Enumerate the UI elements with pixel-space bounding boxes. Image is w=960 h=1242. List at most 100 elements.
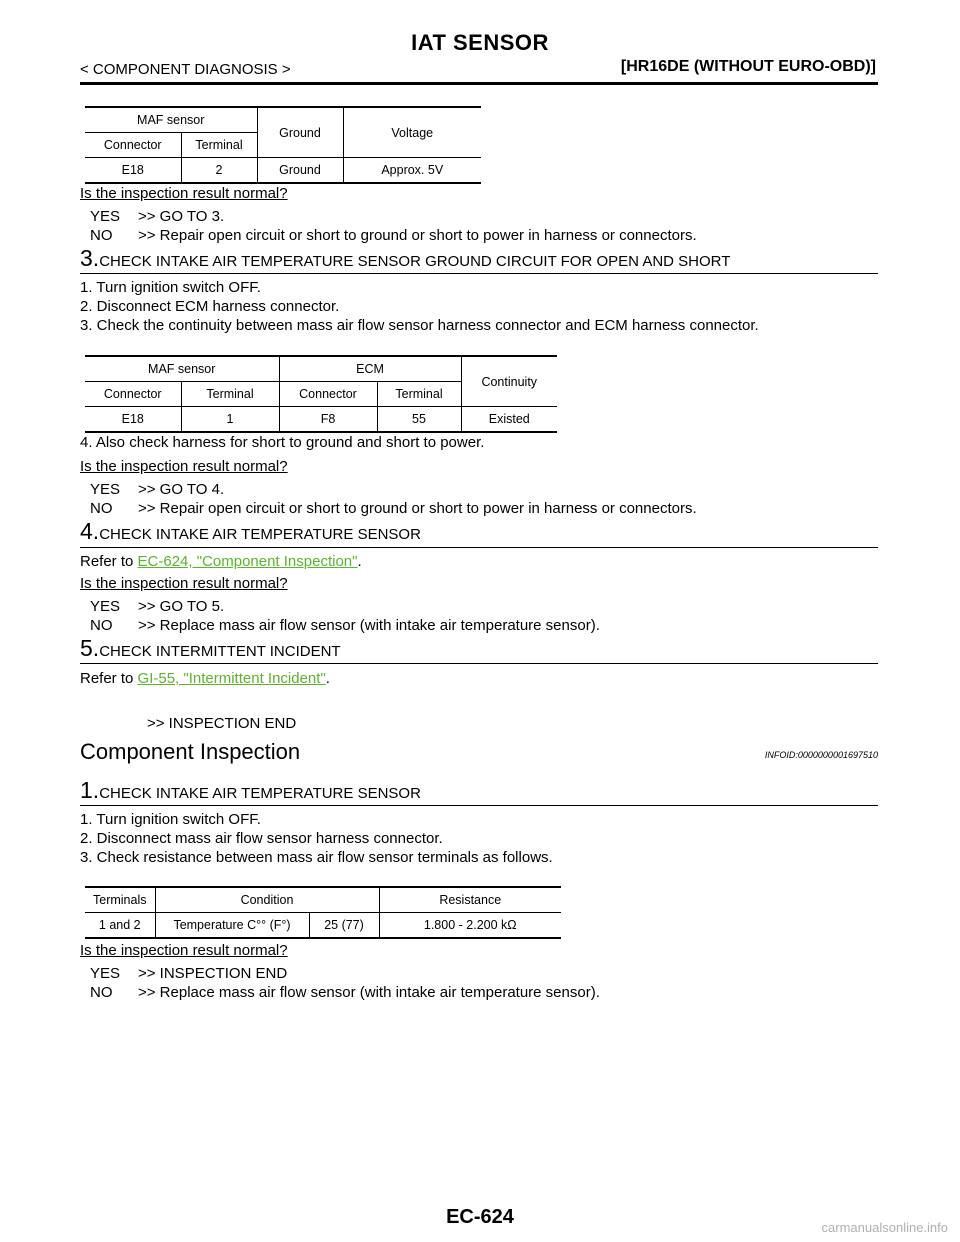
result-yes: YES >> GO TO 4.	[90, 480, 224, 499]
table-cell: 2	[180, 157, 257, 184]
table-header-cell: Voltage	[342, 106, 481, 158]
result-yes: YES >> GO TO 3.	[90, 207, 224, 226]
step-rule	[80, 547, 878, 548]
list-item: 3. Check the continuity between mass air…	[80, 317, 759, 334]
refer-prefix: Refer to	[80, 553, 138, 570]
inspection-end: >> INSPECTION END	[147, 715, 297, 732]
table-header-cell: Terminal	[376, 381, 461, 407]
list-item: 2. Disconnect ECM harness connector.	[80, 298, 340, 315]
table-cell: Approx. 5V	[342, 157, 481, 184]
result-yes: YES >> GO TO 5.	[90, 597, 224, 616]
yes-key: YES	[90, 965, 121, 982]
table-header-cell: Condition	[154, 886, 379, 913]
breadcrumb: < COMPONENT DIAGNOSIS >	[80, 61, 291, 78]
intermittent-incident-link[interactable]: GI-55, "Intermittent Incident"	[137, 670, 326, 687]
step-rule	[80, 805, 878, 806]
no-text: >> Repair open circuit or short to groun…	[138, 500, 697, 517]
table-cell: F8	[278, 406, 377, 433]
info-id: INFOID:0000000001697510	[764, 750, 878, 760]
yes-text: >> GO TO 3.	[138, 208, 225, 225]
section-title: Component Inspection	[80, 739, 301, 764]
inspection-question: Is the inspection result normal?	[80, 575, 288, 592]
table-header-cell: Terminal	[180, 381, 279, 407]
result-yes: YES >> INSPECTION END	[90, 964, 287, 983]
inspection-question: Is the inspection result normal?	[80, 458, 288, 475]
table-cell: 1.800 - 2.200 kΩ	[378, 912, 561, 939]
table-header-cell: Terminals	[85, 886, 155, 913]
step-number: 4.	[80, 518, 100, 544]
table-cell: Existed	[460, 406, 557, 433]
yes-text: >> GO TO 4.	[138, 481, 225, 498]
maf-ground-voltage-table: MAF sensor Ground Voltage Connector Term…	[85, 106, 481, 184]
step-title: CHECK INTAKE AIR TEMPERATURE SENSOR	[99, 785, 421, 802]
result-no: NO >> Replace mass air flow sensor (with …	[90, 983, 600, 1002]
step-title: CHECK INTERMITTENT INCIDENT	[99, 643, 341, 660]
no-text: >> Repair open circuit or short to groun…	[138, 227, 697, 244]
no-key: NO	[90, 227, 113, 244]
table-row: 1 and 2 Temperature C°° (F°) 25 (77) 1.8…	[85, 912, 561, 939]
table-header-cell: Connector	[85, 381, 181, 407]
list-item: 1. Turn ignition switch OFF.	[80, 811, 261, 828]
table-header-cell: ECM	[278, 355, 461, 382]
step-4-heading: 4.CHECK INTAKE AIR TEMPERATURE SENSOR	[80, 518, 421, 545]
table-cell: E18	[85, 157, 181, 184]
table-header-cell: Terminal	[180, 132, 257, 158]
refer-line: Refer to GI-55, "Intermittent Incident".	[80, 669, 330, 688]
no-key: NO	[90, 984, 113, 1001]
step-5-heading: 5.CHECK INTERMITTENT INCIDENT	[80, 635, 341, 662]
header-rule	[80, 82, 878, 85]
table-cell: 55	[376, 406, 461, 433]
inspection-question: Is the inspection result normal?	[80, 185, 288, 202]
list-item: 3. Check resistance between mass air flo…	[80, 849, 553, 866]
table-header-cell: Connector	[278, 381, 377, 407]
step-3-heading: 3.CHECK INTAKE AIR TEMPERATURE SENSOR GR…	[80, 245, 730, 272]
no-text: >> Replace mass air flow sensor (with in…	[138, 984, 600, 1001]
yes-text: >> INSPECTION END	[138, 965, 288, 982]
no-key: NO	[90, 500, 113, 517]
result-no: NO >> Repair open circuit or short to gro…	[90, 226, 697, 245]
list-item: 2. Disconnect mass air flow sensor harne…	[80, 830, 443, 847]
step-title: CHECK INTAKE AIR TEMPERATURE SENSOR	[99, 526, 421, 543]
watermark: carmanualsonline.info	[821, 1220, 948, 1235]
step-1-heading: 1.CHECK INTAKE AIR TEMPERATURE SENSOR	[80, 777, 421, 804]
yes-key: YES	[90, 481, 121, 498]
table-header-cell: Ground	[256, 106, 343, 158]
table-header-cell: Continuity	[460, 355, 557, 407]
refer-line: Refer to EC-624, "Component Inspection".	[80, 552, 362, 571]
table-cell: Temperature C°° (F°)	[154, 912, 309, 939]
table-cell: 1 and 2	[85, 912, 155, 939]
refer-prefix: Refer to	[80, 670, 138, 687]
page-number: EC-624	[446, 1206, 514, 1228]
yes-key: YES	[90, 208, 121, 225]
model-label: [HR16DE (WITHOUT EURO-OBD)]	[620, 58, 876, 75]
table-row: E18 1 F8 55 Existed	[85, 406, 557, 433]
inspection-question: Is the inspection result normal?	[80, 942, 288, 959]
table-cell: 25 (77)	[308, 912, 379, 939]
list-item: 1. Turn ignition switch OFF.	[80, 279, 261, 296]
table-header-cell: MAF sensor	[85, 106, 257, 133]
component-inspection-link[interactable]: EC-624, "Component Inspection"	[137, 553, 358, 570]
table-cell: 1	[180, 406, 279, 433]
table-cell: Ground	[256, 157, 343, 184]
table-header-cell: Resistance	[378, 886, 561, 913]
resistance-table: Terminals Condition Resistance 1 and 2 T…	[85, 886, 561, 939]
yes-key: YES	[90, 598, 121, 615]
list-item: 4. Also check harness for short to groun…	[80, 434, 485, 451]
result-no: NO >> Replace mass air flow sensor (with …	[90, 616, 600, 635]
no-text: >> Replace mass air flow sensor (with in…	[138, 617, 600, 634]
step-number: 1.	[80, 777, 100, 803]
yes-text: >> GO TO 5.	[138, 598, 225, 615]
continuity-table: MAF sensor ECM Continuity Connector Term…	[85, 355, 557, 433]
result-no: NO >> Repair open circuit or short to gro…	[90, 499, 697, 518]
no-key: NO	[90, 617, 113, 634]
step-number: 5.	[80, 635, 100, 661]
step-rule	[80, 273, 878, 274]
refer-suffix: .	[325, 670, 330, 687]
table-row: E18 2 Ground Approx. 5V	[85, 157, 481, 184]
step-rule	[80, 663, 878, 664]
step-number: 3.	[80, 245, 100, 271]
table-header-cell: Connector	[85, 132, 181, 158]
table-header-cell: MAF sensor	[85, 355, 279, 382]
table-cell: E18	[85, 406, 181, 433]
step-title: CHECK INTAKE AIR TEMPERATURE SENSOR GROU…	[99, 253, 731, 270]
